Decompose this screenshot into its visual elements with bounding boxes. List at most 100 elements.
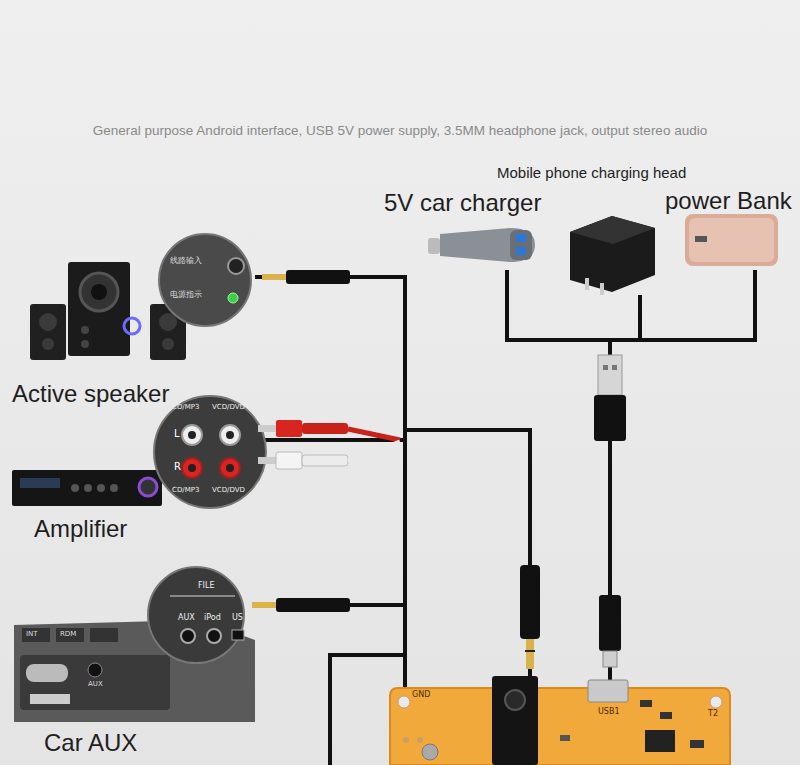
car-charger-illustration bbox=[440, 228, 535, 262]
car-stereo-illustration bbox=[90, 628, 118, 642]
audio-plug bbox=[252, 598, 350, 612]
amplifier-illustration bbox=[12, 396, 266, 508]
device-group: power Bank bbox=[662, 186, 797, 270]
rca-plug bbox=[258, 457, 276, 464]
speaker-illustration bbox=[228, 293, 238, 303]
power-bank-illustration bbox=[689, 218, 774, 262]
car-stereo-illustration bbox=[26, 664, 68, 682]
amplifier-illustration bbox=[20, 478, 60, 488]
circuit-board bbox=[417, 737, 423, 743]
rca-plug bbox=[348, 442, 400, 461]
audio-plug bbox=[520, 565, 540, 669]
amplifier-illustration bbox=[188, 464, 196, 472]
car-stereo-illustration bbox=[181, 629, 195, 643]
photo-text: 线路输入 bbox=[170, 257, 202, 265]
photo-text: INT bbox=[26, 631, 38, 638]
audio-cable bbox=[255, 277, 530, 688]
speaker-illustration bbox=[162, 338, 174, 350]
rca-plug bbox=[302, 423, 348, 434]
photo-text: CD/MP3 bbox=[172, 487, 199, 494]
circuit-board bbox=[645, 730, 675, 752]
power-bank-illustration bbox=[685, 214, 778, 266]
wall-charger-illustration bbox=[570, 216, 655, 295]
audio-plug bbox=[262, 270, 350, 284]
speaker-illustration bbox=[68, 262, 130, 356]
silkscreen-text: GND bbox=[412, 691, 430, 700]
wall-charger-illustration bbox=[570, 216, 655, 292]
speaker-illustration bbox=[91, 284, 107, 300]
speaker-illustration bbox=[42, 338, 54, 350]
rca-plug bbox=[302, 455, 348, 466]
circuit-board bbox=[710, 696, 722, 708]
device-group: Mobile phone charging head bbox=[495, 163, 710, 295]
photo-text: AUX bbox=[88, 681, 103, 688]
audio-plug bbox=[520, 565, 540, 639]
car-charger-illustration bbox=[428, 238, 440, 254]
title-text: General purpose Android interface, USB 5… bbox=[0, 123, 800, 138]
audio-cable bbox=[255, 430, 530, 688]
speaker-illustration bbox=[30, 234, 251, 360]
amplifier-illustration bbox=[12, 470, 162, 506]
circuit-board bbox=[560, 735, 570, 741]
amplifier-illustration bbox=[154, 396, 266, 508]
device-group: Car AUX bbox=[10, 565, 255, 765]
circuit-board bbox=[588, 680, 628, 702]
amplifier-illustration bbox=[71, 484, 79, 492]
rca-plug bbox=[276, 452, 302, 469]
car-stereo-illustration bbox=[170, 595, 235, 597]
device-group: Active speaker bbox=[10, 235, 255, 410]
audio-plug bbox=[525, 650, 535, 652]
audio-plug bbox=[286, 270, 350, 284]
car-stereo-illustration bbox=[14, 620, 255, 722]
photo-text: VCD/DVD bbox=[212, 487, 245, 494]
usb-plug bbox=[599, 595, 621, 651]
photo-text: VCD/DVD bbox=[212, 404, 245, 411]
car-stereo-illustration bbox=[56, 628, 84, 642]
photo-text: R bbox=[174, 462, 181, 472]
photo-text: CD/MP3 bbox=[172, 404, 199, 411]
amplifier-illustration bbox=[182, 425, 202, 445]
silkscreen-text: USB1 bbox=[598, 708, 620, 717]
car-stereo-illustration bbox=[22, 628, 50, 642]
car-stereo-illustration bbox=[232, 630, 244, 640]
amplifier-illustration bbox=[97, 484, 105, 492]
usb-plug bbox=[594, 395, 626, 441]
usb-plug bbox=[612, 365, 617, 370]
car-stereo-illustration bbox=[88, 663, 102, 677]
car-stereo-illustration bbox=[148, 567, 244, 663]
audio-cable bbox=[255, 430, 530, 688]
photo-text: 电源指示 bbox=[170, 291, 202, 299]
power-bank-illustration bbox=[695, 236, 707, 242]
speaker-illustration bbox=[159, 313, 177, 331]
photo-text: AUX bbox=[178, 614, 195, 622]
wall-charger-illustration bbox=[600, 283, 604, 295]
speaker-illustration bbox=[81, 340, 89, 348]
device-label: 5V car charger bbox=[384, 190, 541, 216]
car-stereo-illustration bbox=[20, 655, 170, 710]
amplifier-illustration bbox=[139, 478, 157, 496]
circuit-board bbox=[640, 700, 652, 707]
device-label: Mobile phone charging head bbox=[497, 165, 686, 182]
circuit-board: GNDUSB1T2 bbox=[390, 688, 730, 765]
circuit-board bbox=[690, 740, 704, 748]
rca-plug bbox=[276, 420, 302, 437]
speaker-illustration bbox=[39, 313, 57, 331]
wall-charger-illustration bbox=[570, 216, 655, 244]
speaker-illustration bbox=[81, 326, 89, 334]
photo-text: iPod bbox=[204, 614, 221, 622]
amplifier-illustration bbox=[188, 431, 196, 439]
usb-plug bbox=[598, 355, 622, 395]
photo-text: L bbox=[174, 429, 180, 439]
usb-cable bbox=[610, 270, 755, 688]
usb-cable bbox=[610, 295, 640, 688]
photo-text: RDM bbox=[60, 631, 76, 638]
car-charger-illustration bbox=[428, 228, 535, 262]
amplifier-illustration bbox=[84, 484, 92, 492]
circuit-board bbox=[398, 696, 410, 708]
usb-cable bbox=[507, 270, 610, 688]
audio-plug bbox=[526, 639, 534, 669]
usb-plug bbox=[603, 651, 617, 667]
speaker-illustration bbox=[228, 258, 244, 274]
amplifier-illustration bbox=[226, 464, 234, 472]
audio-plug bbox=[262, 274, 286, 280]
